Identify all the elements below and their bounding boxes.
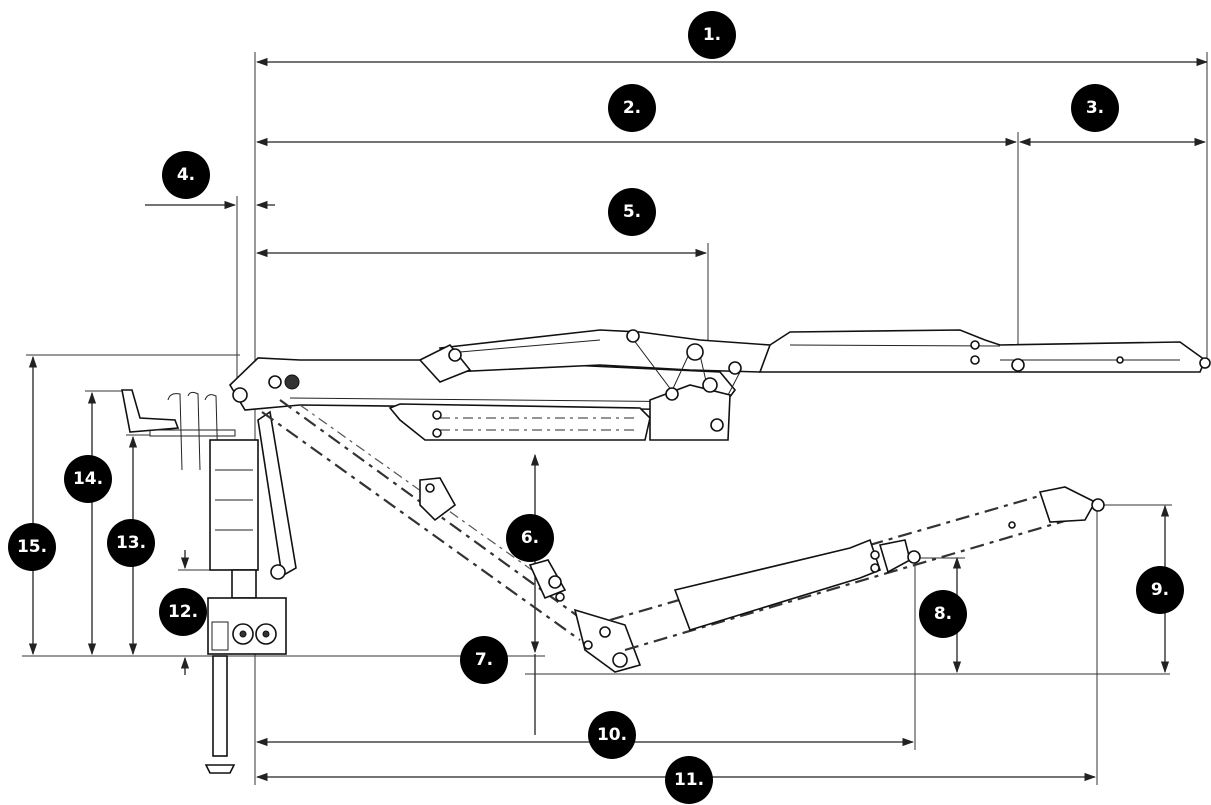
inner-boom-lowered-bottom <box>261 411 581 641</box>
outer-boom-bracket <box>418 343 472 383</box>
badge-5: 5. <box>608 188 656 236</box>
outer-boom-lowered <box>673 538 881 631</box>
crane-base <box>121 389 297 774</box>
badge-4: 4. <box>162 151 210 199</box>
outer-boom-lowered-top <box>609 488 1061 622</box>
boom-extension <box>758 329 1206 373</box>
badge-9-text: 9. <box>1151 580 1169 600</box>
badge-4-text: 4. <box>177 165 195 185</box>
operator-seat <box>121 389 180 433</box>
badge-8-text: 8. <box>934 604 952 624</box>
dimension-lines <box>22 52 1209 785</box>
badge-12-text: 12. <box>168 602 198 622</box>
boom-cylinder <box>388 403 651 441</box>
badge-13-text: 13. <box>116 533 146 553</box>
badge-7: 7. <box>460 636 508 684</box>
stabilizer-pad <box>204 764 236 774</box>
badge-5-text: 5. <box>623 202 641 222</box>
badge-2-text: 2. <box>623 98 641 118</box>
badge-15-text: 15. <box>17 537 47 557</box>
badge-14: 14. <box>64 455 112 503</box>
badge-10-text: 10. <box>597 725 627 745</box>
inner-boom <box>228 357 737 411</box>
control-levers <box>167 391 219 471</box>
badge-14-text: 14. <box>73 469 103 489</box>
crane-column <box>209 439 259 571</box>
column-slew <box>231 569 257 599</box>
lower-boom <box>261 399 1105 673</box>
boom-knee <box>573 608 642 673</box>
badge-6-text: 6. <box>521 528 539 548</box>
badge-9: 9. <box>1136 566 1184 614</box>
badge-3-text: 3. <box>1086 98 1104 118</box>
upper-boom <box>228 329 1211 441</box>
badge-10: 10. <box>588 711 636 759</box>
badge-7-text: 7. <box>475 650 493 670</box>
badge-2: 2. <box>608 84 656 132</box>
badge-15: 15. <box>8 523 56 571</box>
badge-8: 8. <box>919 590 967 638</box>
badge-11: 11. <box>665 756 713 804</box>
badge-3: 3. <box>1071 84 1119 132</box>
stabilizer-leg <box>212 655 228 757</box>
badge-6: 6. <box>506 514 554 562</box>
outer-boom-lowered-bottom <box>624 513 1086 652</box>
extension-lowered-tip <box>1038 486 1097 523</box>
lowered-bracket <box>419 477 457 522</box>
badge-1-text: 1. <box>703 25 721 45</box>
lift-cylinder <box>257 410 297 578</box>
badge-11-text: 11. <box>674 770 704 790</box>
seat-platform <box>149 429 236 437</box>
badge-12: 12. <box>159 588 207 636</box>
badge-13: 13. <box>107 519 155 567</box>
badge-1: 1. <box>688 11 736 59</box>
